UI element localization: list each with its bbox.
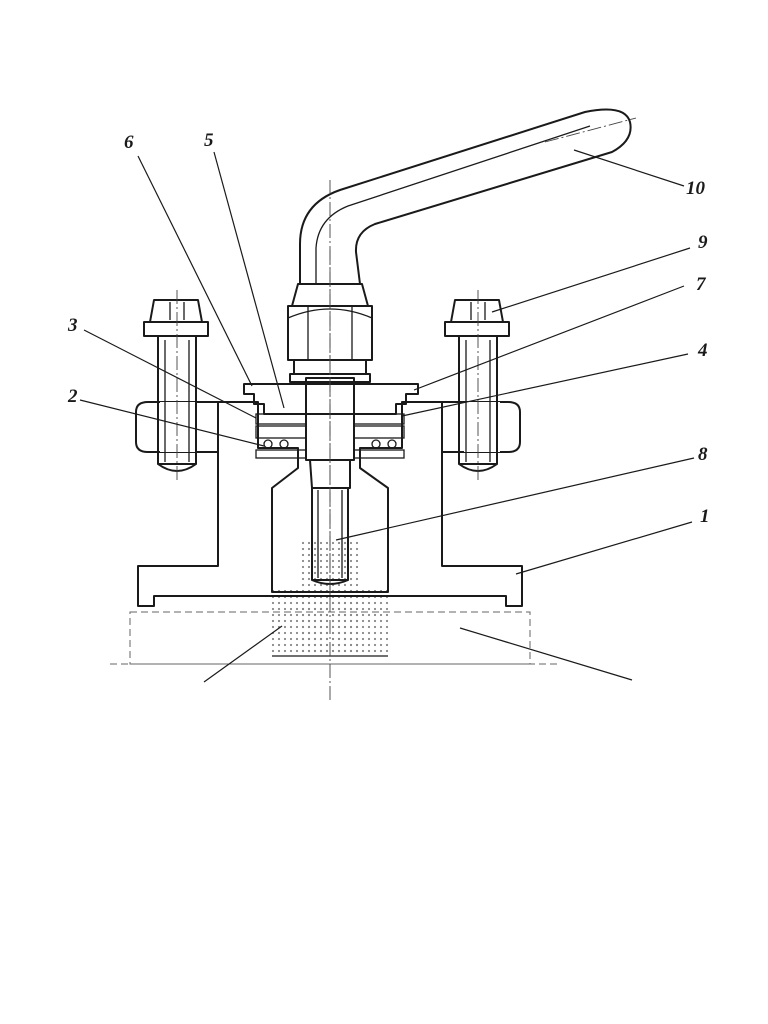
callout-7: 7 [696, 274, 707, 295]
handle-part-10 [299, 108, 637, 600]
cover-part-6 [243, 383, 419, 415]
callout-6: 6 [124, 132, 134, 153]
callout-10: 10 [686, 178, 706, 199]
callout-2: 2 [67, 386, 78, 407]
callout-5: 5 [204, 130, 214, 151]
callout-8: 8 [698, 444, 708, 465]
callout-3: 3 [67, 315, 78, 336]
clamp-bolt-right [444, 290, 510, 480]
callout-labels: 6 5 3 2 10 9 7 4 8 1 [67, 130, 710, 527]
leader-lines [79, 149, 695, 683]
callout-1: 1 [700, 506, 710, 527]
callout-9: 9 [698, 232, 708, 253]
clamp-bolt-left [143, 290, 209, 480]
callout-4: 4 [697, 340, 708, 361]
